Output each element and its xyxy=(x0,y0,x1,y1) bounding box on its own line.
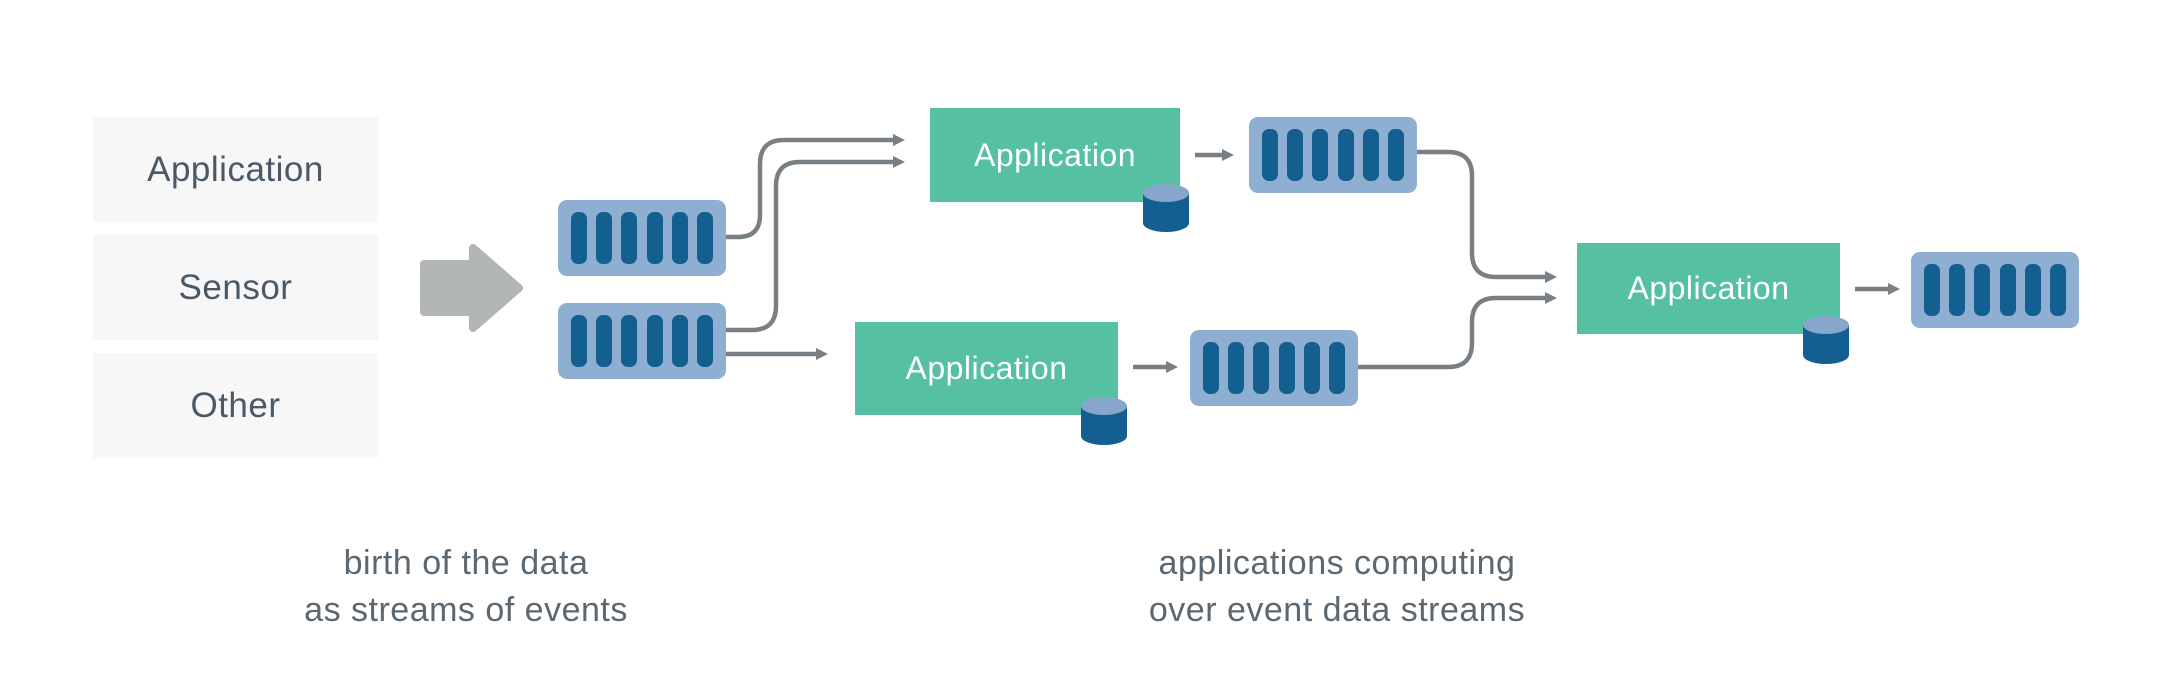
processor-app-2: Application xyxy=(855,322,1127,445)
event-stream-icon xyxy=(1911,252,2079,328)
stream-bar xyxy=(1228,342,1245,394)
caption-line: applications computing xyxy=(1158,544,1516,582)
event-stream-icon xyxy=(558,200,726,276)
source-box-application: Application xyxy=(93,117,378,222)
stream-bar xyxy=(1337,129,1354,181)
stream-bar xyxy=(1974,264,1991,316)
app-label: Application xyxy=(973,136,1137,173)
stream-bar xyxy=(671,212,688,264)
caption-line: as streams of events xyxy=(304,591,628,629)
stream-bar xyxy=(621,315,638,367)
stream-bar xyxy=(2024,264,2041,316)
source-label: Sensor xyxy=(178,267,293,307)
app-label: Application xyxy=(905,350,1068,386)
stream-bar xyxy=(646,212,663,264)
source-box-sensor: Sensor xyxy=(93,235,378,340)
source-label: Other xyxy=(190,385,281,425)
stream-bar xyxy=(1949,264,1966,316)
database-cylinder-icon xyxy=(1803,316,1849,364)
event-stream-icon xyxy=(1190,330,1358,406)
stream-bar xyxy=(571,315,587,367)
connector-stream2-to-app1 xyxy=(726,156,905,333)
stream-bar xyxy=(1924,264,1940,316)
caption-right: applications computing over event data s… xyxy=(1087,540,1587,634)
connector-stream4-to-app3 xyxy=(1358,292,1557,370)
processor-app-3: Application xyxy=(1577,243,1849,364)
stream-bar xyxy=(1362,129,1379,181)
stream-bar xyxy=(571,212,587,264)
stream-bar xyxy=(1278,342,1295,394)
stream-bar xyxy=(1999,264,2016,316)
big-arrow-icon xyxy=(420,244,523,332)
source-label: Application xyxy=(147,149,324,189)
stream-bar xyxy=(1287,129,1304,181)
event-stream-icon xyxy=(558,303,726,379)
stream-bar xyxy=(671,315,688,367)
app-label: Application xyxy=(1627,270,1790,306)
stream-bar xyxy=(1312,129,1329,181)
stream-bar xyxy=(696,315,713,367)
stream-bar xyxy=(596,315,613,367)
stream-bar xyxy=(1303,342,1320,394)
processor-app-1: Application xyxy=(930,108,1189,232)
stream-bar xyxy=(2049,264,2066,316)
database-cylinder-icon xyxy=(1143,184,1189,232)
connector-stream3-to-app3 xyxy=(1417,149,1557,283)
event-stream-icon xyxy=(1249,117,1417,193)
stream-bar xyxy=(596,212,613,264)
connector-stream1-to-app1 xyxy=(726,134,905,240)
stream-bar xyxy=(1253,342,1270,394)
caption-line: birth of the data xyxy=(343,544,589,582)
caption-left: birth of the data as streams of events xyxy=(216,540,716,634)
stream-bar xyxy=(646,315,663,367)
caption-line: over event data streams xyxy=(1148,591,1526,629)
stream-bar xyxy=(1328,342,1345,394)
stream-bar xyxy=(1203,342,1219,394)
stream-bar xyxy=(1262,129,1278,181)
stream-bar xyxy=(621,212,638,264)
database-cylinder-icon xyxy=(1081,397,1127,445)
stream-bar xyxy=(1387,129,1404,181)
source-box-other: Other xyxy=(93,353,378,458)
stream-bar xyxy=(696,212,713,264)
